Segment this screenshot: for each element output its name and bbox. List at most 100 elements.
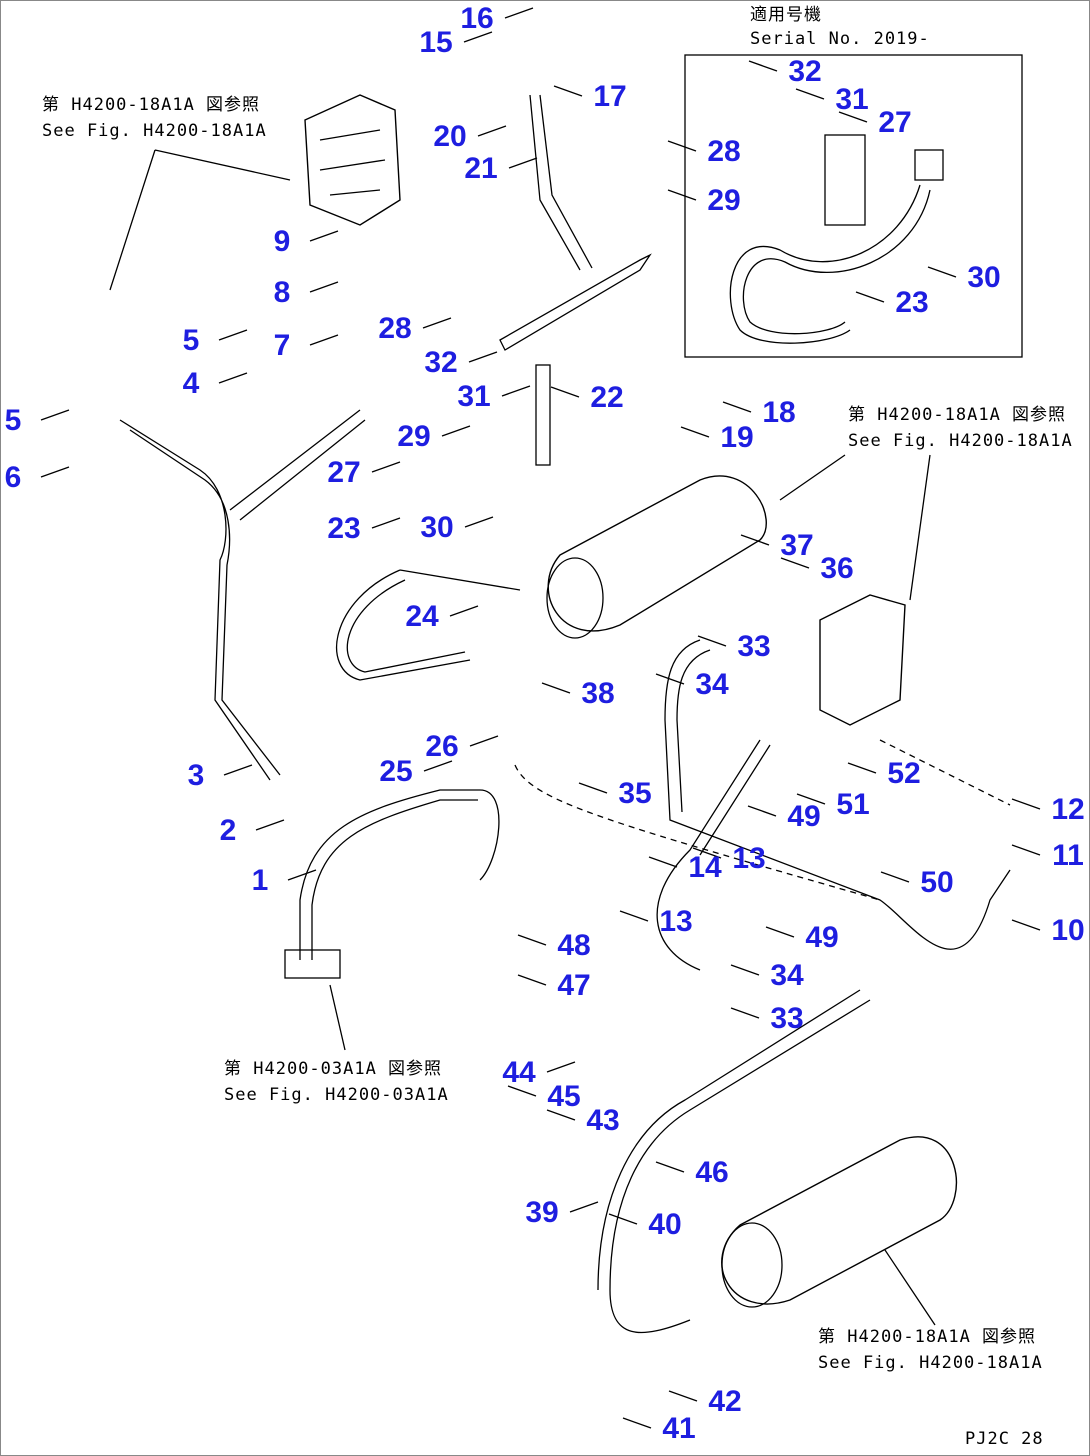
leader-line (838, 111, 868, 123)
leader-line (667, 189, 697, 201)
inset-serial: Serial No. 2019- (750, 29, 930, 49)
inset-part-label-31: 31 (835, 83, 868, 116)
part-label-45: 45 (547, 1080, 580, 1113)
leader-line (441, 425, 471, 437)
part-label-44: 44 (502, 1056, 536, 1089)
part-label-34: 34 (770, 959, 804, 992)
leader-line (517, 934, 547, 946)
part-label-25: 25 (379, 755, 412, 788)
leader-line (464, 516, 494, 528)
bracket-pipe-1 (284, 949, 341, 979)
leader-line (619, 910, 649, 922)
ref-3-en: See Fig. H4200-03A1A (224, 1085, 449, 1105)
leader-line (880, 871, 910, 883)
part-label-48: 48 (557, 929, 590, 962)
part-label-51: 51 (836, 788, 869, 821)
leader-line (765, 926, 795, 938)
leader-line (507, 1085, 537, 1097)
leader-line (578, 782, 608, 794)
part-label-26: 26 (425, 730, 458, 763)
part-label-10: 10 (1051, 914, 1084, 947)
part-label-16: 16 (460, 2, 493, 35)
inset-clamp (914, 149, 944, 181)
inset-box (684, 54, 1023, 358)
part-label-5: 5 (183, 324, 200, 357)
leader-line (730, 1007, 760, 1019)
inset-part-label-28: 28 (707, 135, 740, 168)
leader-line (371, 517, 401, 529)
leader-line (655, 673, 685, 685)
part-label-49: 49 (787, 800, 820, 833)
leader-line (780, 557, 810, 569)
part-label-22: 22 (590, 381, 623, 414)
pipe-1 (299, 789, 500, 960)
part-label-15: 15 (419, 26, 452, 59)
ref-3-jp: 第 H4200-03A1A 図参照 (224, 1059, 442, 1079)
part-label-13: 13 (732, 842, 765, 875)
leader-line (469, 735, 499, 747)
part-label-38: 38 (581, 677, 614, 710)
pipe-38 (664, 639, 1011, 950)
part-label-27: 27 (327, 456, 360, 489)
leader-line (648, 856, 678, 868)
leader-line (795, 88, 825, 100)
line-drawing (119, 54, 1023, 1334)
leader-line (501, 385, 531, 397)
leader-line (697, 635, 727, 647)
leader-line (468, 351, 498, 363)
part-label-9: 9 (274, 225, 291, 258)
part-label-6: 6 (5, 461, 22, 494)
part-label-46: 46 (695, 1156, 728, 1189)
leader-line (668, 1390, 698, 1402)
leader-line (463, 31, 493, 43)
part-label-2: 2 (220, 814, 237, 847)
leader-line (546, 1109, 576, 1121)
leader-line (423, 760, 453, 772)
leader-line (655, 1161, 685, 1173)
ref-1-jp: 第 H4200-18A1A 図参照 (42, 95, 260, 115)
part-label-32: 32 (424, 346, 457, 379)
inset-part-label-32: 32 (788, 55, 821, 88)
leader-line (747, 805, 777, 817)
part-label-43: 43 (586, 1104, 619, 1137)
leader-line (541, 682, 571, 694)
part-label-33: 33 (737, 630, 770, 663)
ref-4-en: See Fig. H4200-18A1A (818, 1353, 1043, 1373)
ref-1-en: See Fig. H4200-18A1A (42, 121, 267, 141)
leader-line (855, 291, 885, 303)
part-label-17: 17 (593, 80, 626, 113)
leader-line (1011, 798, 1041, 810)
part-label-41: 41 (662, 1412, 695, 1445)
leader-line (608, 1213, 638, 1225)
pipe-35 (656, 739, 771, 971)
leader-line (371, 461, 401, 473)
inset-bracket-27 (824, 134, 866, 226)
leader-line (847, 762, 877, 774)
part-label-21: 21 (464, 152, 497, 185)
part-label-18: 18 (762, 396, 795, 429)
part-label-20: 20 (433, 120, 466, 153)
part-label-49: 49 (805, 921, 838, 954)
pipe-3 (119, 419, 281, 781)
part-label-33: 33 (770, 1002, 803, 1035)
part-label-3: 3 (188, 759, 205, 792)
leader-line (223, 764, 253, 776)
leader-line (508, 157, 538, 169)
inset-part-label-29: 29 (707, 184, 740, 217)
leader-line (546, 1061, 576, 1073)
leader-line (730, 964, 760, 976)
part-label-14: 14 (688, 851, 722, 884)
part-label-42: 42 (708, 1385, 741, 1418)
leader-line (218, 372, 248, 384)
ref-2-jp: 第 H4200-18A1A 図参照 (848, 405, 1066, 425)
part-label-47: 47 (557, 969, 590, 1002)
leader-line (449, 605, 479, 617)
part-label-23: 23 (327, 512, 360, 545)
pipe-39 (597, 989, 871, 1334)
air-tank-upper (547, 475, 767, 632)
leader-line (1011, 919, 1041, 931)
leader-line (622, 1417, 652, 1429)
part-label-36: 36 (820, 552, 853, 585)
